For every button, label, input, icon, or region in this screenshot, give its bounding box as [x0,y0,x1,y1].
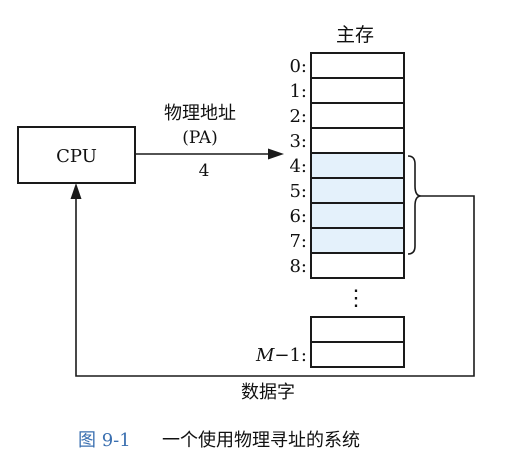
cpu-box [17,126,136,184]
memory-cell [310,177,405,204]
address-bus-label-pa: (PA) [182,128,217,148]
memory-address-last: M−1: [255,345,307,366]
memory-cell [310,252,405,279]
memory-cell [310,152,405,179]
memory-address-label: 6: [289,206,307,227]
address-bus-label: 物理地址 [164,103,236,124]
memory-address-label: 8: [289,256,307,277]
highlight-brace [407,155,422,255]
memory-address-label: 5: [289,181,307,202]
data-bus-label: 数据字 [241,382,295,403]
memory-address-label: 2: [289,106,307,127]
memory-cell [310,127,405,154]
memory-cell-spacer [310,316,405,343]
data-bus-arrowhead [70,183,82,199]
memory-address-label: 0: [289,56,307,77]
cpu-label: CPU [56,146,97,167]
memory-address-label: 1: [289,81,307,102]
memory-ellipsis: ⋮ [345,286,367,311]
memory-address-labels: 0: 1: 2: 3: 4: 5: 6: 7: 8: [289,56,307,277]
memory-address-label: 3: [289,131,307,152]
address-bus-value: 4 [199,161,210,181]
figure-caption: 一个使用物理寻址的系统 [162,430,360,451]
memory-cell [310,202,405,229]
memory-cells [310,52,405,279]
memory-cell [310,227,405,254]
memory-address-last-var: M [255,345,275,366]
memory-cell [310,77,405,104]
memory-cell [310,52,405,79]
data-bus-line [75,195,475,377]
address-bus-arrowhead [268,148,284,160]
figure-number: 图 9-1 [78,430,131,451]
memory-address-label: 7: [289,231,307,252]
memory-cell [310,102,405,129]
memory-title: 主存 [336,24,374,46]
memory-cell-last [310,341,405,368]
memory-address-label: 4: [289,156,307,177]
memory-address-last-suffix: −1: [274,345,307,366]
